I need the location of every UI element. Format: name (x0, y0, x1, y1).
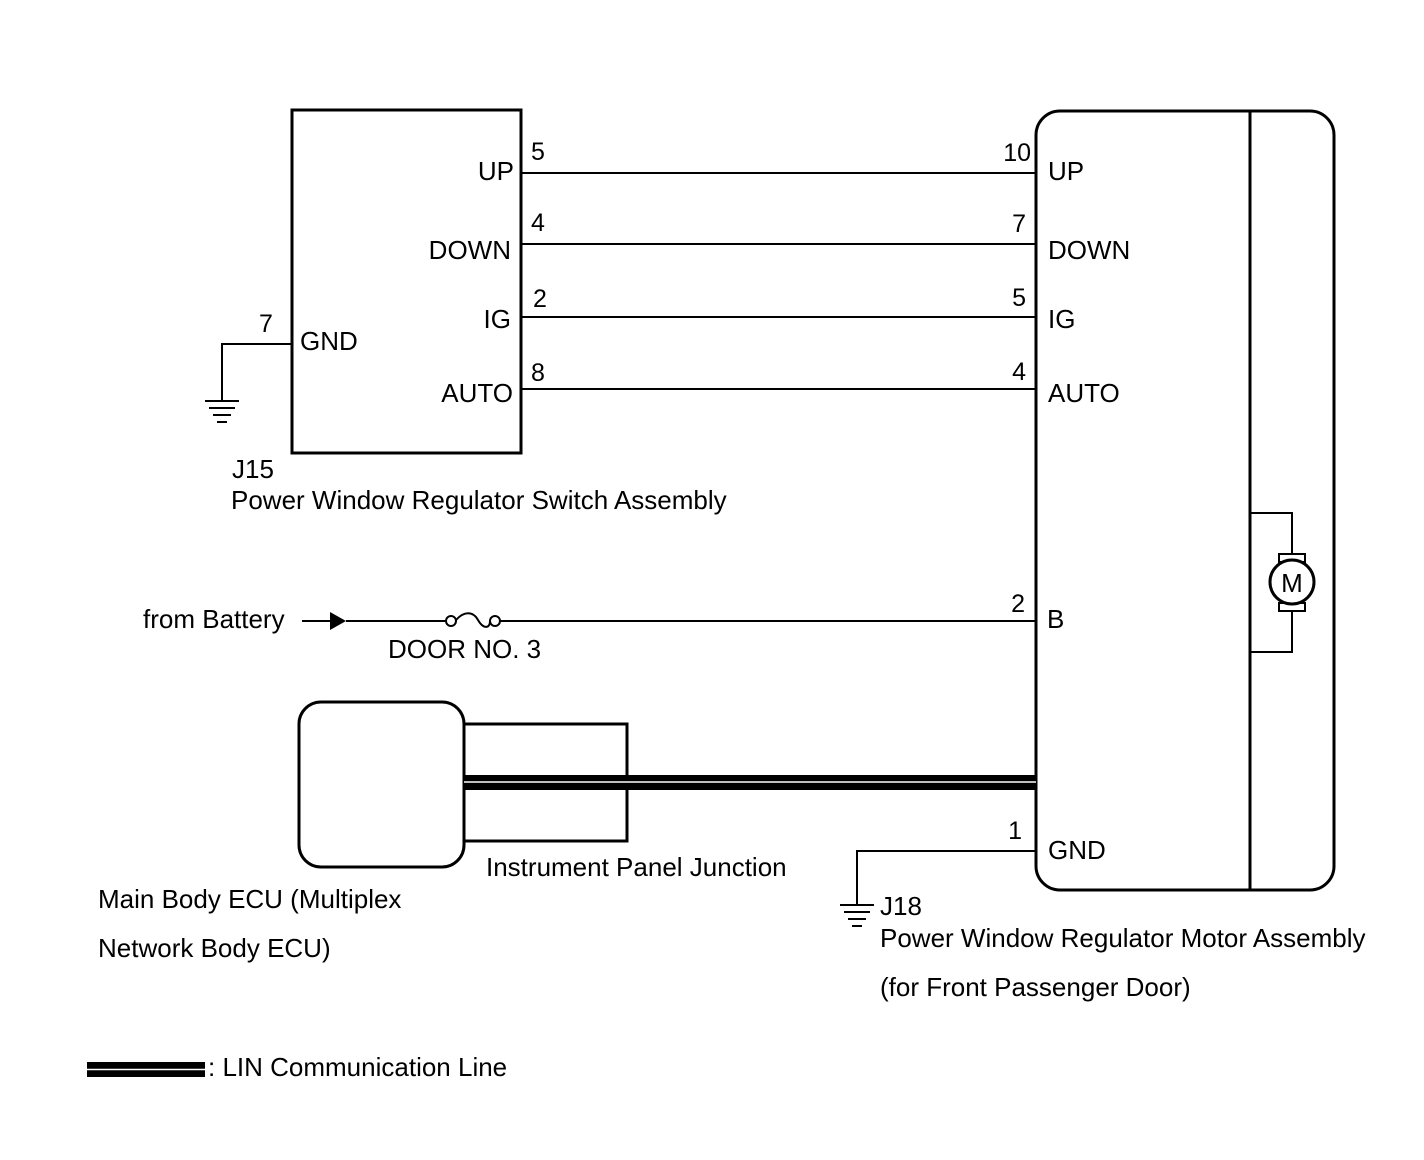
ecu-label-line1: Main Body ECU (Multiplex (98, 884, 401, 914)
motor-pin-ig: 5 (1012, 284, 1026, 312)
motor-ground-symbol (840, 904, 874, 927)
switch-pin-down: 4 (531, 209, 545, 237)
ecu-box (297, 700, 466, 869)
motor-terminal-b: B (1047, 604, 1064, 634)
switch-pin-up: 5 (531, 138, 545, 166)
ecu-label-line2: Network Body ECU) (98, 933, 331, 963)
motor-terminal-ig: IG (1048, 304, 1075, 334)
motor-pin-b: 2 (1011, 590, 1025, 618)
switch-ground-wire (221, 343, 292, 400)
switch-assembly-name: Power Window Regulator Switch Assembly (231, 485, 727, 515)
switch-terminal-gnd: GND (300, 326, 358, 356)
fuse-label: DOOR NO. 3 (388, 634, 541, 664)
junction-label: Instrument Panel Junction (486, 852, 787, 882)
switch-pin-auto: 8 (531, 359, 545, 387)
battery-arrow-icon (330, 612, 346, 630)
switch-connector-code: J15 (232, 454, 274, 484)
legend-lin-line-sample (87, 1062, 205, 1077)
motor-terminal-auto: AUTO (1048, 378, 1120, 408)
motor-pin-auto: 4 (1012, 358, 1026, 386)
motor-assembly-name: Power Window Regulator Motor Assembly (880, 923, 1366, 953)
motor-assembly-box (1034, 109, 1336, 892)
motor-pin-gnd: 1 (1008, 817, 1022, 845)
legend-label: : LIN Communication Line (208, 1052, 507, 1082)
switch-pin-ig: 2 (533, 285, 547, 313)
motor-terminal-down: DOWN (1048, 235, 1130, 265)
motor-icon (1268, 558, 1316, 606)
motor-connector-code: J18 (880, 891, 922, 921)
motor-wire-bottom (1250, 610, 1293, 653)
battery-label: from Battery (143, 604, 285, 634)
switch-pin-gnd: 7 (259, 310, 273, 338)
motor-wire-top (1250, 512, 1293, 555)
motor-assembly-subtitle: (for Front Passenger Door) (880, 972, 1191, 1002)
motor-symbol-label: M (1281, 568, 1303, 598)
switch-terminal-ig: IG (484, 304, 511, 334)
switch-ground-symbol (205, 400, 239, 423)
switch-assembly-box (290, 108, 523, 455)
motor-terminal-up: UP (1048, 156, 1084, 186)
motor-ground-wire (856, 850, 1036, 905)
motor-terminal-gnd: GND (1048, 835, 1106, 865)
motor-pin-up: 10 (1003, 139, 1031, 167)
switch-terminal-up: UP (478, 156, 514, 186)
switch-terminal-down: DOWN (429, 235, 511, 265)
motor-pin-down: 7 (1012, 210, 1026, 238)
lin-communication-line (464, 775, 1036, 790)
switch-terminal-auto: AUTO (441, 378, 513, 408)
fuse-icon (445, 612, 501, 628)
